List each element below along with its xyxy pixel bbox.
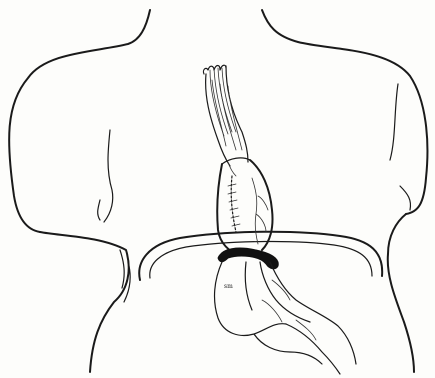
hiatus-ring: [218, 248, 278, 269]
bowel-loops: [215, 262, 356, 374]
esophagus: [203, 65, 248, 166]
gastric-conduit: [217, 158, 272, 254]
annotation-label: sm: [224, 283, 233, 290]
